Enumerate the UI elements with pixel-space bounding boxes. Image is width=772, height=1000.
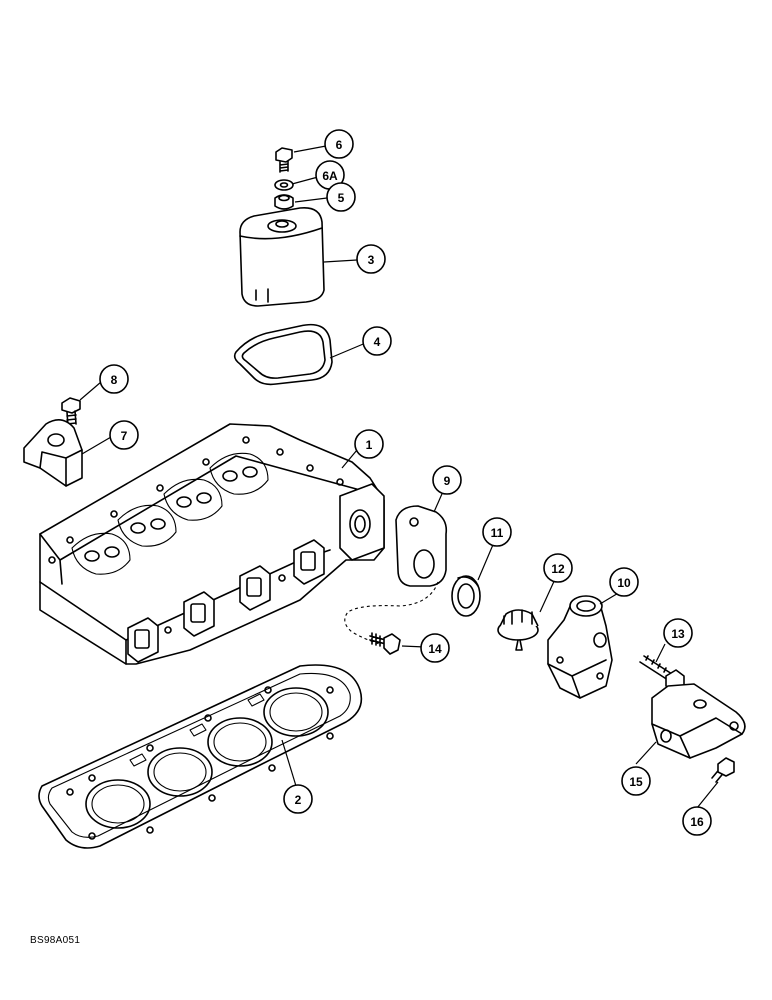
part-1-cylinder-head xyxy=(39,423,385,665)
part-4-cover-gasket xyxy=(233,323,333,386)
part-14-bolt xyxy=(369,632,401,655)
leader-lines xyxy=(79,145,719,809)
part-16-bolt xyxy=(711,757,735,783)
svg-text:15: 15 xyxy=(629,775,643,789)
svg-text:1: 1 xyxy=(366,438,373,452)
svg-text:2: 2 xyxy=(295,793,302,807)
svg-text:13: 13 xyxy=(671,627,685,641)
part-2-head-gasket xyxy=(38,664,363,849)
callout-15: 15 xyxy=(621,766,651,796)
callout-16: 16 xyxy=(682,806,712,836)
part-10-thermostat-housing xyxy=(547,595,613,699)
svg-text:10: 10 xyxy=(617,576,631,590)
callout-7: 7 xyxy=(109,420,139,450)
svg-text:7: 7 xyxy=(121,429,128,443)
svg-text:16: 16 xyxy=(690,815,704,829)
part-12-thermostat xyxy=(497,609,539,651)
callout-5: 5 xyxy=(326,182,356,212)
part-6a-lock-washer xyxy=(274,179,294,191)
callout-3: 3 xyxy=(356,244,386,274)
part-7-lifting-bracket xyxy=(23,419,83,487)
svg-text:9: 9 xyxy=(444,474,451,488)
svg-text:12: 12 xyxy=(551,562,565,576)
svg-text:11: 11 xyxy=(491,526,504,540)
callout-10: 10 xyxy=(609,567,639,597)
callout-8: 8 xyxy=(99,364,129,394)
svg-text:6A: 6A xyxy=(322,169,338,183)
part-8-bolt xyxy=(61,397,81,427)
part-5-grommet xyxy=(274,194,294,210)
part-15-bracket xyxy=(651,683,746,759)
svg-text:8: 8 xyxy=(111,373,118,387)
callout-1: 1 xyxy=(354,429,384,459)
callouts: 6 6A 5 3 4 8 7 1 9 11 12 10 13 14 15 16 … xyxy=(99,129,712,836)
svg-text:4: 4 xyxy=(374,335,381,349)
callout-4: 4 xyxy=(362,326,392,356)
part-3-rocker-cover xyxy=(239,206,325,307)
svg-text:3: 3 xyxy=(368,253,375,267)
svg-text:6: 6 xyxy=(336,138,343,152)
callout-12: 12 xyxy=(543,553,573,583)
callout-2: 2 xyxy=(283,784,313,814)
callout-9: 9 xyxy=(432,465,462,495)
figure-reference-code: BS98A051 xyxy=(30,935,81,946)
svg-text:14: 14 xyxy=(428,642,442,656)
part-6-bolt xyxy=(275,147,293,173)
svg-text:5: 5 xyxy=(338,191,345,205)
part-11-seal xyxy=(451,575,481,617)
callout-6: 6 xyxy=(324,129,354,159)
callout-13: 13 xyxy=(663,618,693,648)
callout-14: 14 xyxy=(420,633,450,663)
part-9-thermostat-gasket xyxy=(395,505,448,587)
assembly-dashed-line xyxy=(344,581,439,645)
callout-11: 11 xyxy=(482,517,512,547)
